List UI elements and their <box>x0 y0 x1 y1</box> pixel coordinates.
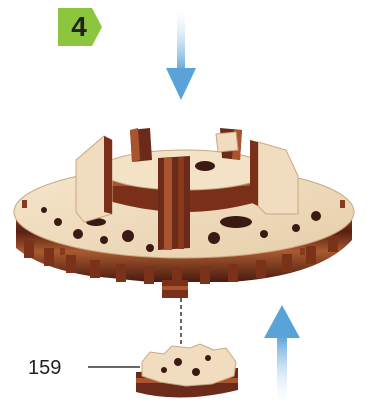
part-159-piece <box>136 343 238 398</box>
arrow-up-icon <box>264 305 300 408</box>
step-number: 4 <box>71 11 87 42</box>
step-badge-shape <box>58 8 102 46</box>
part-number-label: 159 <box>28 357 62 379</box>
arrow-down-icon <box>166 2 196 100</box>
upright-tabs <box>75 128 299 250</box>
axle-peg <box>162 280 188 348</box>
step-badge: 4 <box>58 8 102 46</box>
